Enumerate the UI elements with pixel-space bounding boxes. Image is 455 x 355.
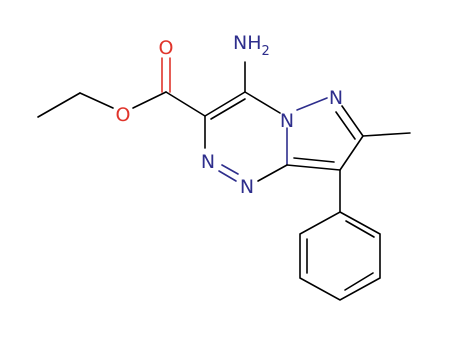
phenyl-double-2: [344, 272, 374, 291]
bond-n1-n2-a: [218, 170, 237, 182]
bridgehead-nitrogen-label: N: [280, 110, 294, 132]
bond-c8-c8a-inner: [293, 157, 335, 163]
bond-n5-n6: [296, 97, 328, 111]
bond-c3-c4: [204, 91, 246, 117]
bond-c7-c8: [339, 135, 364, 171]
triazine-nitrogen-label-b: N: [240, 176, 254, 198]
bond-n1-n2-b: [221, 164, 239, 175]
bond-c8a-n1: [257, 164, 288, 182]
triazine-nitrogen-label-a: N: [201, 151, 215, 173]
carbonyl-oxygen-label: O: [159, 37, 174, 59]
bond-o-carbonyl: [132, 91, 167, 109]
amine-n-text: NH: [233, 32, 262, 54]
bond-c7-methyl: [362, 132, 411, 137]
ester-oxygen-label: O: [116, 104, 131, 126]
bond-ch3-ch2: [37, 92, 81, 118]
bond-carbonyl-ring: [165, 91, 206, 117]
bond-ch2-o: [79, 92, 114, 109]
bond-c3-c4-inner: [210, 98, 246, 120]
amine-subscript: 2: [262, 44, 270, 59]
phenyl-ring: [299, 211, 381, 301]
bond-c8-c8a: [286, 164, 341, 171]
bond-n6-c7-a: [341, 105, 364, 137]
amine-label: NH2: [233, 32, 270, 59]
pyrazole-nitrogen-label: N: [329, 87, 343, 109]
phenyl-double-1: [345, 220, 375, 238]
bond-n6-c7-b: [335, 111, 356, 140]
bond-c4-n5: [244, 91, 281, 114]
